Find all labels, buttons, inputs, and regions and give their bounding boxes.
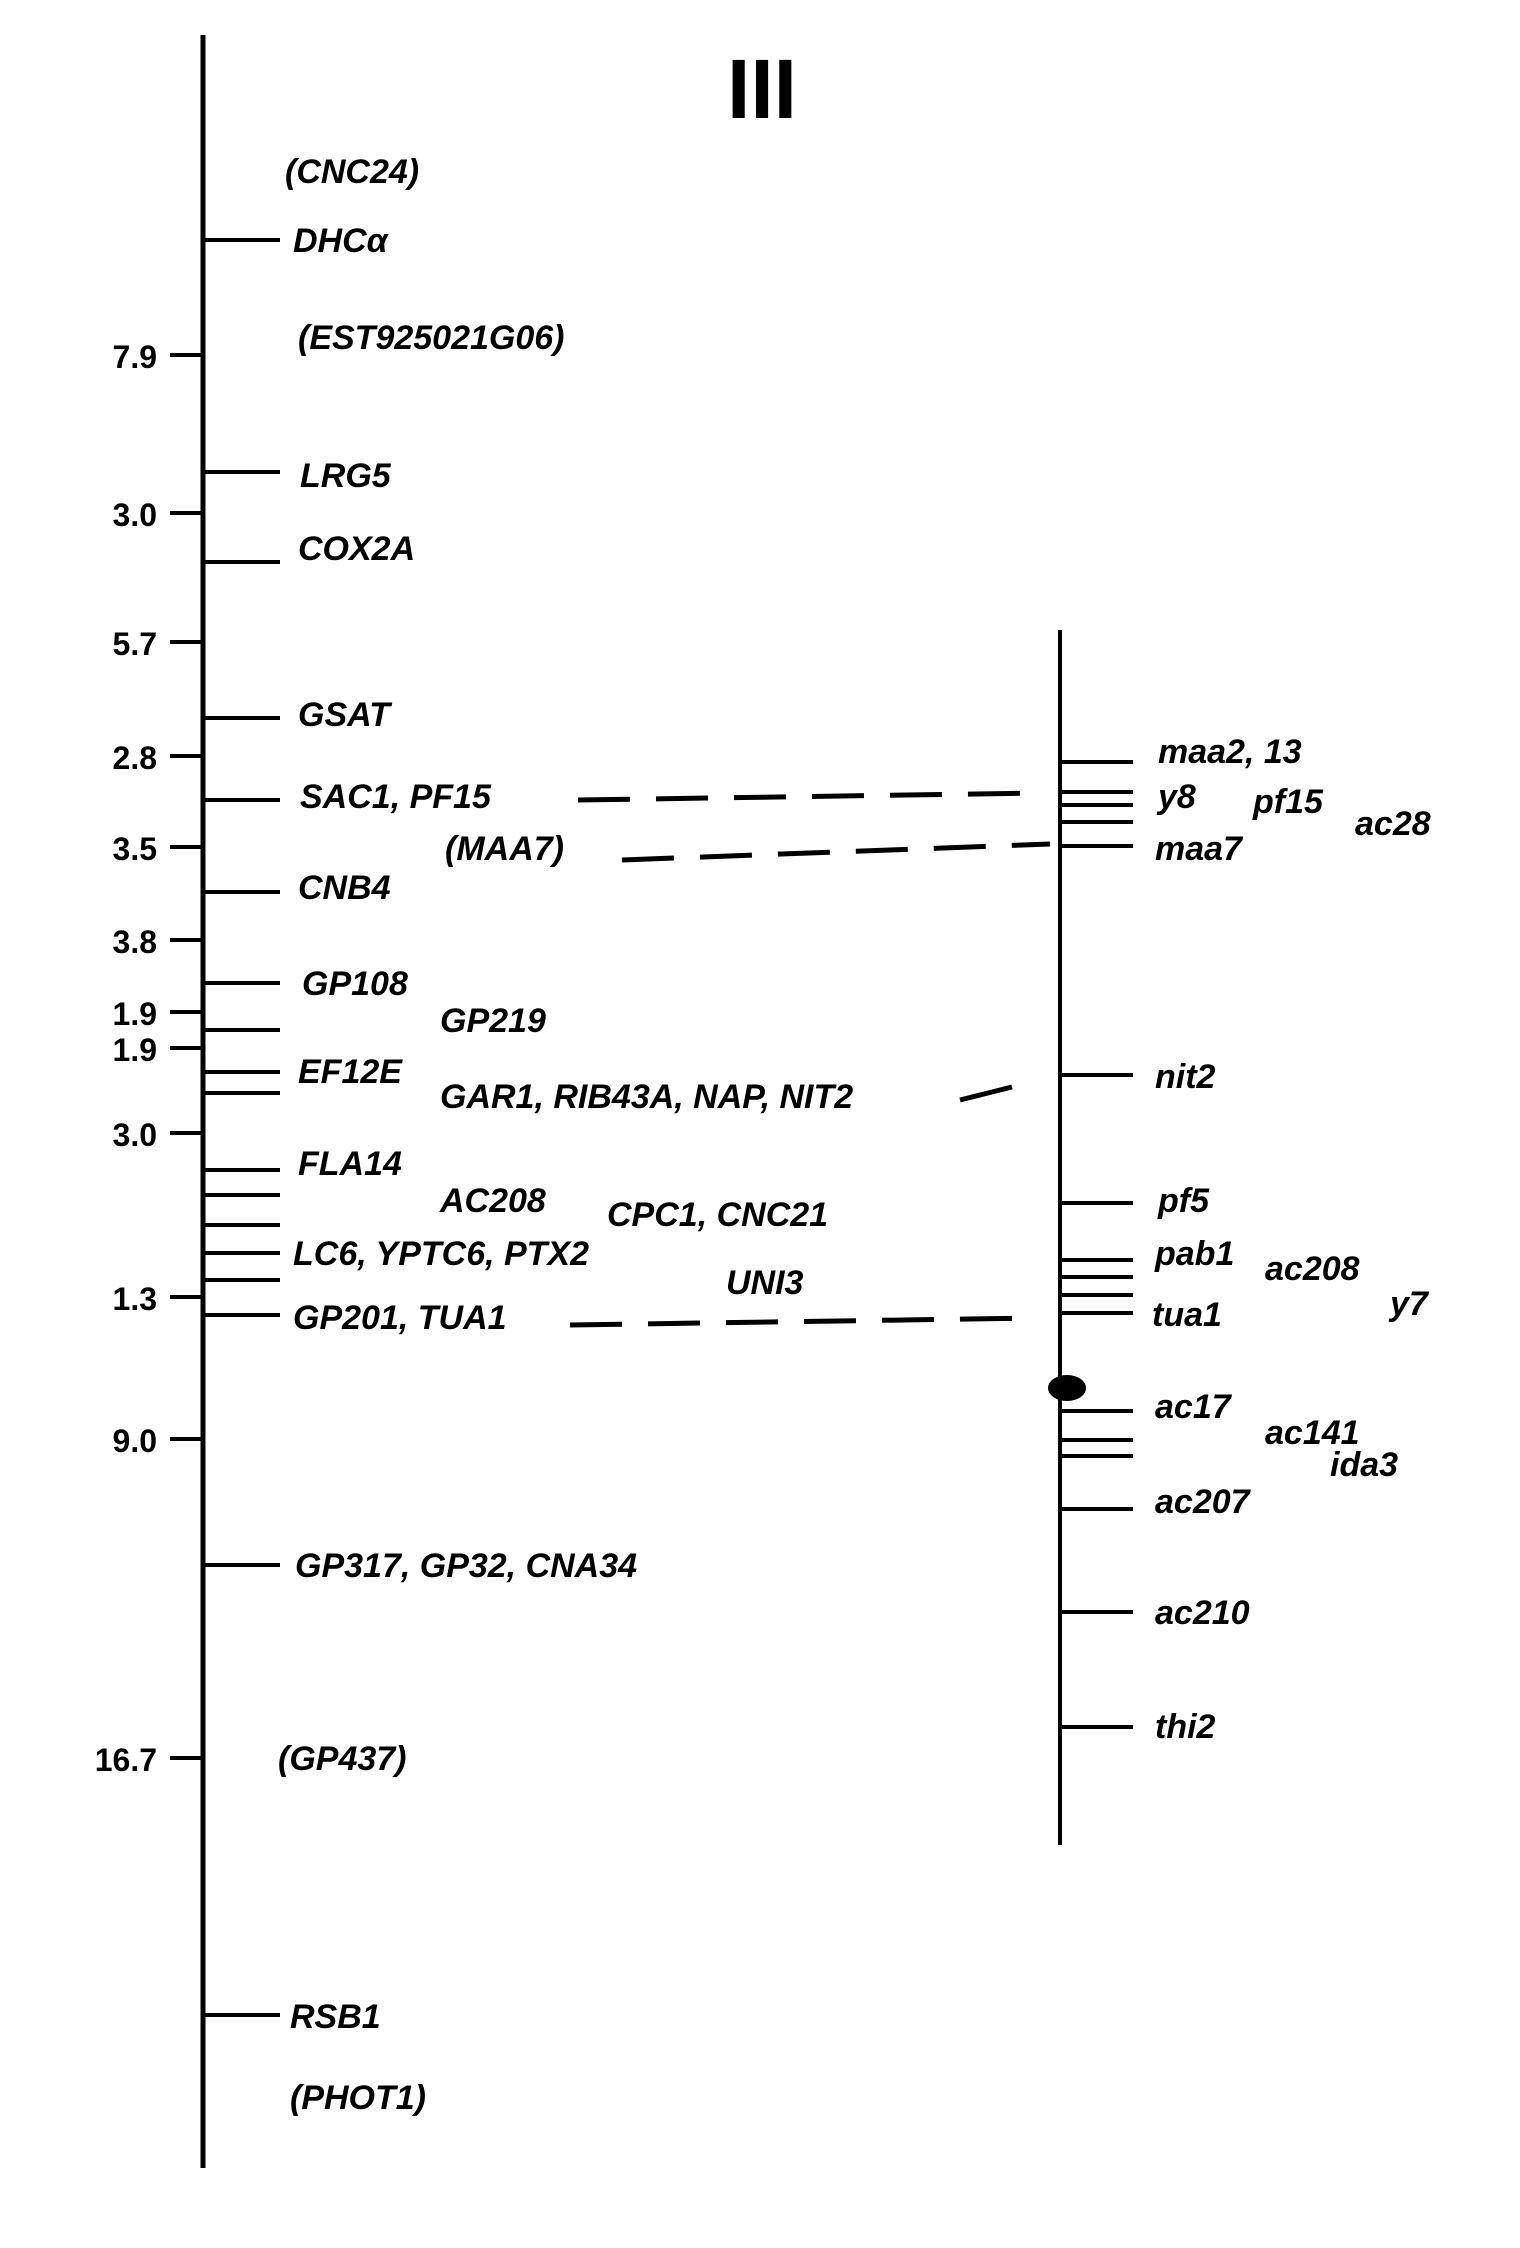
marker-label: nit2 — [1155, 1058, 1216, 1096]
distance-label: 3.0 — [113, 1117, 157, 1153]
correspondence-line-tua1 — [569, 1315, 1036, 1328]
marker-label: ac207 — [1155, 1483, 1252, 1521]
marker-label: AC208 — [439, 1182, 546, 1220]
correspondence-line-maa7 — [621, 841, 1051, 863]
distance-label: 3.0 — [113, 497, 157, 533]
marker-label: GP201, TUA1 — [293, 1299, 507, 1337]
marker-label: pf5 — [1157, 1182, 1210, 1220]
marker-label: (MAA7) — [445, 830, 564, 868]
right-marker-ticks — [1060, 760, 1133, 1729]
distance-ticks — [170, 353, 203, 1760]
distance-label: 3.8 — [113, 924, 157, 960]
marker-label: GP219 — [440, 1002, 546, 1040]
centromere-marker — [1048, 1375, 1086, 1401]
distance-label: 2.8 — [113, 740, 157, 776]
marker-label: pf15 — [1252, 783, 1324, 821]
marker-label: GAR1, RIB43A, NAP, NIT2 — [440, 1078, 853, 1116]
marker-label: COX2A — [298, 530, 415, 568]
marker-label: GP108 — [302, 965, 408, 1003]
marker-label: EF12E — [298, 1053, 403, 1091]
marker-label: tua1 — [1152, 1296, 1222, 1334]
marker-label: ac210 — [1155, 1594, 1250, 1632]
marker-label: RSB1 — [290, 1998, 381, 2036]
marker-label: (CNC24) — [285, 153, 419, 191]
marker-label: CPC1, CNC21 — [607, 1196, 828, 1234]
marker-label: ac141 — [1265, 1414, 1360, 1452]
marker-label: LRG5 — [300, 457, 392, 495]
marker-label: ac17 — [1155, 1388, 1233, 1426]
marker-label: maa2, 13 — [1158, 733, 1302, 771]
marker-label: CNB4 — [298, 869, 391, 907]
marker-label: GSAT — [298, 696, 393, 734]
marker-label: y8 — [1156, 778, 1196, 816]
distance-label: 7.9 — [113, 339, 157, 375]
marker-label: pab1 — [1154, 1235, 1234, 1273]
marker-label: (GP437) — [278, 1740, 407, 1778]
marker-label: SAC1, PF15 — [300, 778, 492, 816]
marker-label: y7 — [1388, 1285, 1430, 1323]
marker-label: maa7 — [1155, 830, 1244, 868]
marker-label: (EST925021G06) — [298, 319, 565, 357]
chromosome-title: III — [727, 42, 797, 136]
right-marker-labels: maa2, 13 y8 pf15 ac28 maa7 nit2 pf5 pab1… — [1152, 733, 1431, 1746]
distance-label: 16.7 — [95, 1742, 157, 1778]
marker-label: DHCα — [293, 222, 390, 260]
distance-label: 1.9 — [113, 996, 157, 1032]
left-marker-ticks — [203, 238, 280, 2017]
marker-label: thi2 — [1155, 1708, 1216, 1746]
marker-label: GP317, GP32, CNA34 — [295, 1547, 637, 1585]
distance-label: 1.9 — [113, 1032, 157, 1068]
marker-label: ac208 — [1265, 1250, 1360, 1288]
marker-label: ac28 — [1355, 805, 1431, 843]
correspondence-line-nit2 — [959, 1084, 1013, 1103]
marker-label: FLA14 — [298, 1145, 402, 1183]
left-marker-labels: (CNC24) DHCα (EST925021G06) LRG5 COX2A G… — [278, 153, 853, 2117]
correspondence-lines — [569, 790, 1051, 1328]
marker-label: (PHOT1) — [290, 2079, 426, 2117]
correspondence-line-pf15 — [577, 790, 1041, 803]
marker-label: UNI3 — [726, 1264, 804, 1302]
distance-label: 1.3 — [113, 1281, 157, 1317]
marker-label: ida3 — [1330, 1446, 1398, 1484]
marker-label: LC6, YPTC6, PTX2 — [293, 1235, 589, 1273]
distance-label: 9.0 — [113, 1423, 157, 1459]
distance-labels: 7.9 3.0 5.7 2.8 3.5 3.8 1.9 1.9 3.0 1.3 … — [95, 339, 157, 1778]
distance-label: 5.7 — [113, 626, 157, 662]
distance-label: 3.5 — [113, 831, 157, 867]
